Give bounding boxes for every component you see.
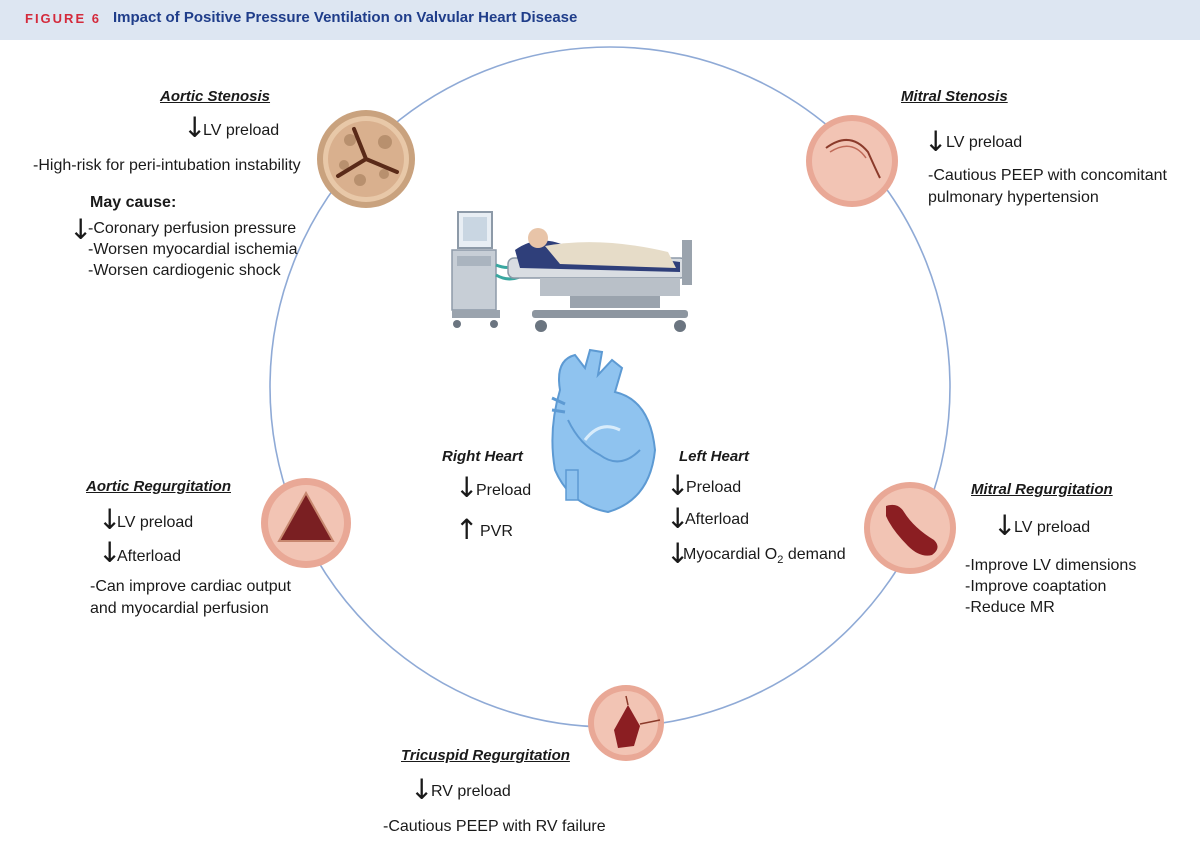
down-arrow-icon: ↓: [666, 469, 690, 502]
o2-demand-suffix: demand: [783, 546, 846, 563]
figure-header: FIGURE 6 Impact of Positive Pressure Ven…: [0, 0, 1200, 40]
aortic-stenosis-item: LV preload: [203, 122, 280, 139]
left-heart-item: Preload: [686, 479, 742, 496]
down-arrow-icon: ↓: [98, 536, 122, 569]
down-arrow-icon: ↓: [455, 471, 479, 504]
down-arrow-icon: ↓: [69, 213, 93, 246]
aortic-regurgitation-note: -Can improve cardiac output: [90, 578, 291, 595]
o2-demand-text: Myocardial O: [683, 546, 778, 563]
mitral-regurgitation-item: LV preload: [1014, 519, 1091, 536]
mitral-stenosis-note: pulmonary hypertension: [928, 189, 1099, 206]
left-heart-title: Left Heart: [679, 448, 750, 465]
down-arrow-icon: ↓: [924, 125, 948, 158]
mitral-regurgitation-title: Mitral Regurgitation: [971, 481, 1113, 498]
figure-title: Impact of Positive Pressure Ventilation …: [113, 9, 578, 26]
aortic-regurgitation-note: and myocardial perfusion: [90, 600, 269, 617]
tricuspid-regurgitation-valve-icon: [588, 685, 664, 761]
up-arrow-icon: ↑: [455, 513, 479, 546]
down-arrow-icon: ↓: [666, 537, 690, 570]
down-arrow-icon: ↓: [410, 773, 434, 806]
down-arrow-icon: ↓: [98, 503, 122, 536]
aortic-regurgitation-item: Afterload: [117, 548, 182, 565]
aortic-stenosis-cause: -Worsen cardiogenic shock: [88, 262, 281, 279]
o2-subscript: 2: [777, 554, 784, 567]
aortic-regurgitation-item: LV preload: [117, 514, 194, 531]
left-heart-item-o2-demand: Myocardial O2 demand: [683, 545, 846, 570]
right-heart-item: PVR: [480, 523, 513, 540]
mitral-regurgitation-valve-icon: [864, 482, 956, 574]
mitral-stenosis-title: Mitral Stenosis: [901, 88, 1008, 105]
may-cause-label: May cause:: [90, 194, 177, 211]
tricuspid-regurgitation-item: RV preload: [431, 783, 511, 800]
mitral-regurgitation-note: -Improve coaptation: [965, 578, 1107, 595]
figure-label: FIGURE 6: [25, 11, 101, 26]
mitral-stenosis-valve-icon: [806, 115, 898, 207]
aortic-stenosis-cause: -Worsen myocardial ischemia: [88, 241, 298, 258]
heart-icon: [551, 348, 657, 514]
aortic-stenosis-note: -High-risk for peri-intubation instabili…: [33, 157, 301, 174]
mitral-stenosis-item: LV preload: [946, 134, 1023, 151]
tricuspid-regurgitation-note: -Cautious PEEP with RV failure: [383, 818, 606, 835]
mitral-regurgitation-note: -Reduce MR: [965, 599, 1055, 616]
mitral-stenosis-note: -Cautious PEEP with concomitant: [928, 167, 1167, 184]
aortic-stenosis-valve-icon: [317, 110, 415, 208]
aortic-stenosis-cause: -Coronary perfusion pressure: [88, 220, 297, 237]
left-heart-item: Afterload: [685, 511, 750, 528]
aortic-stenosis-title: Aortic Stenosis: [160, 88, 271, 105]
tricuspid-regurgitation-title: Tricuspid Regurgitation: [401, 747, 570, 764]
mitral-regurgitation-note: -Improve LV dimensions: [965, 557, 1137, 574]
ventilator-bed-icon: [451, 211, 692, 332]
aortic-regurgitation-valve-icon: [261, 478, 351, 568]
right-heart-item: Preload: [476, 482, 532, 499]
aortic-regurgitation-title: Aortic Regurgitation: [86, 478, 231, 495]
down-arrow-icon: ↓: [183, 111, 207, 144]
down-arrow-icon: ↓: [666, 502, 690, 535]
right-heart-title: Right Heart: [442, 448, 523, 465]
down-arrow-icon: ↓: [993, 509, 1017, 542]
